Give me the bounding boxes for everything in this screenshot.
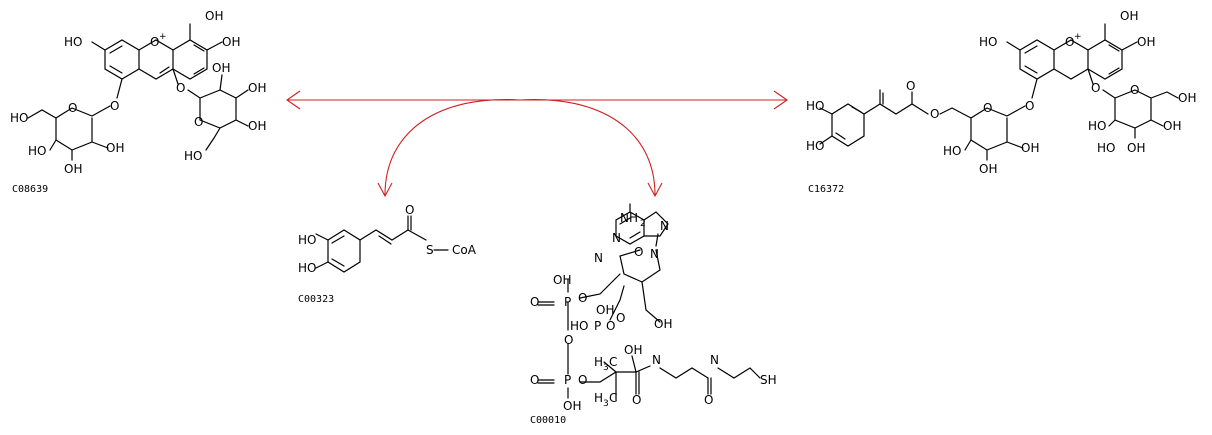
- atom-O-sugar-1: O: [983, 101, 992, 115]
- atom-CoA: CoA: [452, 243, 477, 257]
- cosubstrate-arrowhead-right: [647, 182, 663, 198]
- atom-HO-sugar-2: HO: [28, 144, 46, 158]
- atom-OH-2: OH: [222, 35, 240, 49]
- atom-OH-ribose: OH: [654, 317, 672, 331]
- compound-id-c08639: C08639: [12, 184, 48, 195]
- cosubstrate-arc-left: [384, 98, 521, 196]
- atom-OH-sugar-7: OH: [1163, 119, 1181, 133]
- atom-OH-sugar-7: OH: [248, 119, 266, 133]
- compound-c16372: HO O + OH OH O O O O O HO HO HO OH OH O …: [806, 9, 1196, 195]
- compound-id-c16372: C16372: [808, 184, 844, 195]
- compound-c00010: NH 2 N N N N O OH O O OH O P O OH HO P O…: [530, 203, 777, 426]
- atom-OH-1: OH: [205, 9, 223, 23]
- atom-O-ester-carbonyl: O: [906, 79, 915, 93]
- atom-N-3: N: [594, 251, 603, 265]
- atom-OH-3: OH: [563, 399, 581, 413]
- atom-NH2: NH: [620, 211, 638, 225]
- atom-H3C-1-C: C: [609, 355, 617, 369]
- atom-OH-1: OH: [1120, 9, 1138, 23]
- atom-OH-sugar-8: OH: [1127, 141, 1145, 155]
- atom-HO-aryl-1: HO: [806, 99, 824, 113]
- atom-HO-sugar-8: HO: [184, 149, 202, 163]
- atom-N-amide-2: N: [710, 353, 719, 367]
- charge-plus: +: [1074, 32, 1082, 42]
- atom-O-ribose: O: [634, 245, 643, 259]
- atom-OH-sugar-3: OH: [979, 162, 997, 176]
- compound-c00323: HO HO O S CoA C00323: [298, 203, 477, 305]
- atom-O-link-1: O: [110, 99, 119, 113]
- atom-H3C-1-H: H: [594, 355, 603, 369]
- atom-O-link-2: O: [176, 81, 185, 95]
- atom-HO-1: HO: [298, 233, 316, 247]
- atom-O-dbl-2: O: [606, 319, 615, 333]
- atom-H3C-2-3: 3: [603, 399, 609, 409]
- atom-HO-sugar-2: HO: [943, 144, 961, 158]
- atom-O-link-2: O: [1091, 81, 1100, 95]
- atom-HO-aryl-2: HO: [806, 139, 824, 153]
- cosubstrate-arrowhead-left: [377, 182, 393, 198]
- atom-OH-sugar-3: OH: [64, 162, 82, 176]
- atom-SH: SH: [760, 373, 777, 387]
- atom-N-2: N: [660, 219, 669, 233]
- atom-HO-1: HO: [570, 319, 588, 333]
- cosubstrate-arc-right: [519, 98, 656, 196]
- atom-O-bridge: O: [564, 333, 573, 347]
- atom-OH-sugar-4: OH: [106, 141, 124, 155]
- atom-O-ring: O: [1065, 35, 1074, 49]
- atom-OH-sugar-4: OH: [1021, 141, 1039, 155]
- atom-O-link-1: O: [1025, 99, 1034, 113]
- compound-id-c00010: C00010: [530, 415, 566, 426]
- atom-P-3: P: [564, 373, 571, 387]
- atom-O-dbl-1: O: [530, 295, 539, 309]
- atom-O-1: O: [578, 291, 587, 305]
- left-arrowhead: [286, 90, 301, 110]
- atom-HO-top: HO: [979, 35, 997, 49]
- charge-plus: +: [159, 32, 167, 42]
- atom-OH-2: OH: [596, 303, 614, 317]
- atom-S: S: [426, 243, 434, 257]
- atom-OH-1: OH: [553, 273, 571, 287]
- compound-c08639: HO O + OH OH O O O HO HO OH OH OH OH OH …: [10, 9, 266, 195]
- atom-H3C-2-C: C: [609, 391, 617, 405]
- atom-H3C-1-3: 3: [603, 363, 609, 373]
- atom-HO-sugar-6: HO: [1088, 119, 1106, 133]
- atom-HO-2: HO: [298, 261, 316, 275]
- atom-O-sugar-2: O: [1130, 83, 1139, 97]
- atom-HO-sugar-1: HO: [10, 111, 28, 125]
- atom-N-amide-1: N: [652, 353, 661, 367]
- compound-id-c00323: C00323: [298, 294, 334, 305]
- atom-O-sugar-2: O: [194, 115, 203, 129]
- atom-O-amide-2: O: [704, 393, 713, 407]
- atom-OH-sugar-6: OH: [248, 81, 266, 95]
- atom-P-1: P: [564, 295, 571, 309]
- atom-O-carbonyl: O: [405, 203, 414, 217]
- right-arrowhead: [773, 90, 788, 110]
- atom-O-ribose-phosphate: O: [616, 311, 625, 325]
- atom-O-ester: O: [930, 107, 939, 121]
- atom-H3C-2-H: H: [594, 391, 603, 405]
- atom-HO-top: HO: [64, 35, 82, 49]
- atom-OH-2: OH: [1137, 35, 1155, 49]
- atom-NH2-subscript: 2: [640, 219, 646, 229]
- atom-P-2: P: [594, 319, 601, 333]
- reaction-arrows: [286, 90, 788, 198]
- atom-OH-4: OH: [624, 343, 642, 357]
- atom-O-ring: O: [150, 35, 159, 49]
- atom-O-dbl-3: O: [530, 373, 539, 387]
- atom-HO-sugar-9: HO: [1097, 141, 1115, 155]
- atom-O-2: O: [578, 373, 587, 387]
- atom-O-amide-1: O: [632, 393, 641, 407]
- atom-O-sugar-1: O: [68, 101, 77, 115]
- atom-N-1: N: [612, 231, 621, 245]
- atom-N-4: N: [650, 247, 659, 261]
- atom-OH-sugar-5: OH: [212, 61, 230, 75]
- atom-OH-sugar-5: OH: [1178, 91, 1196, 105]
